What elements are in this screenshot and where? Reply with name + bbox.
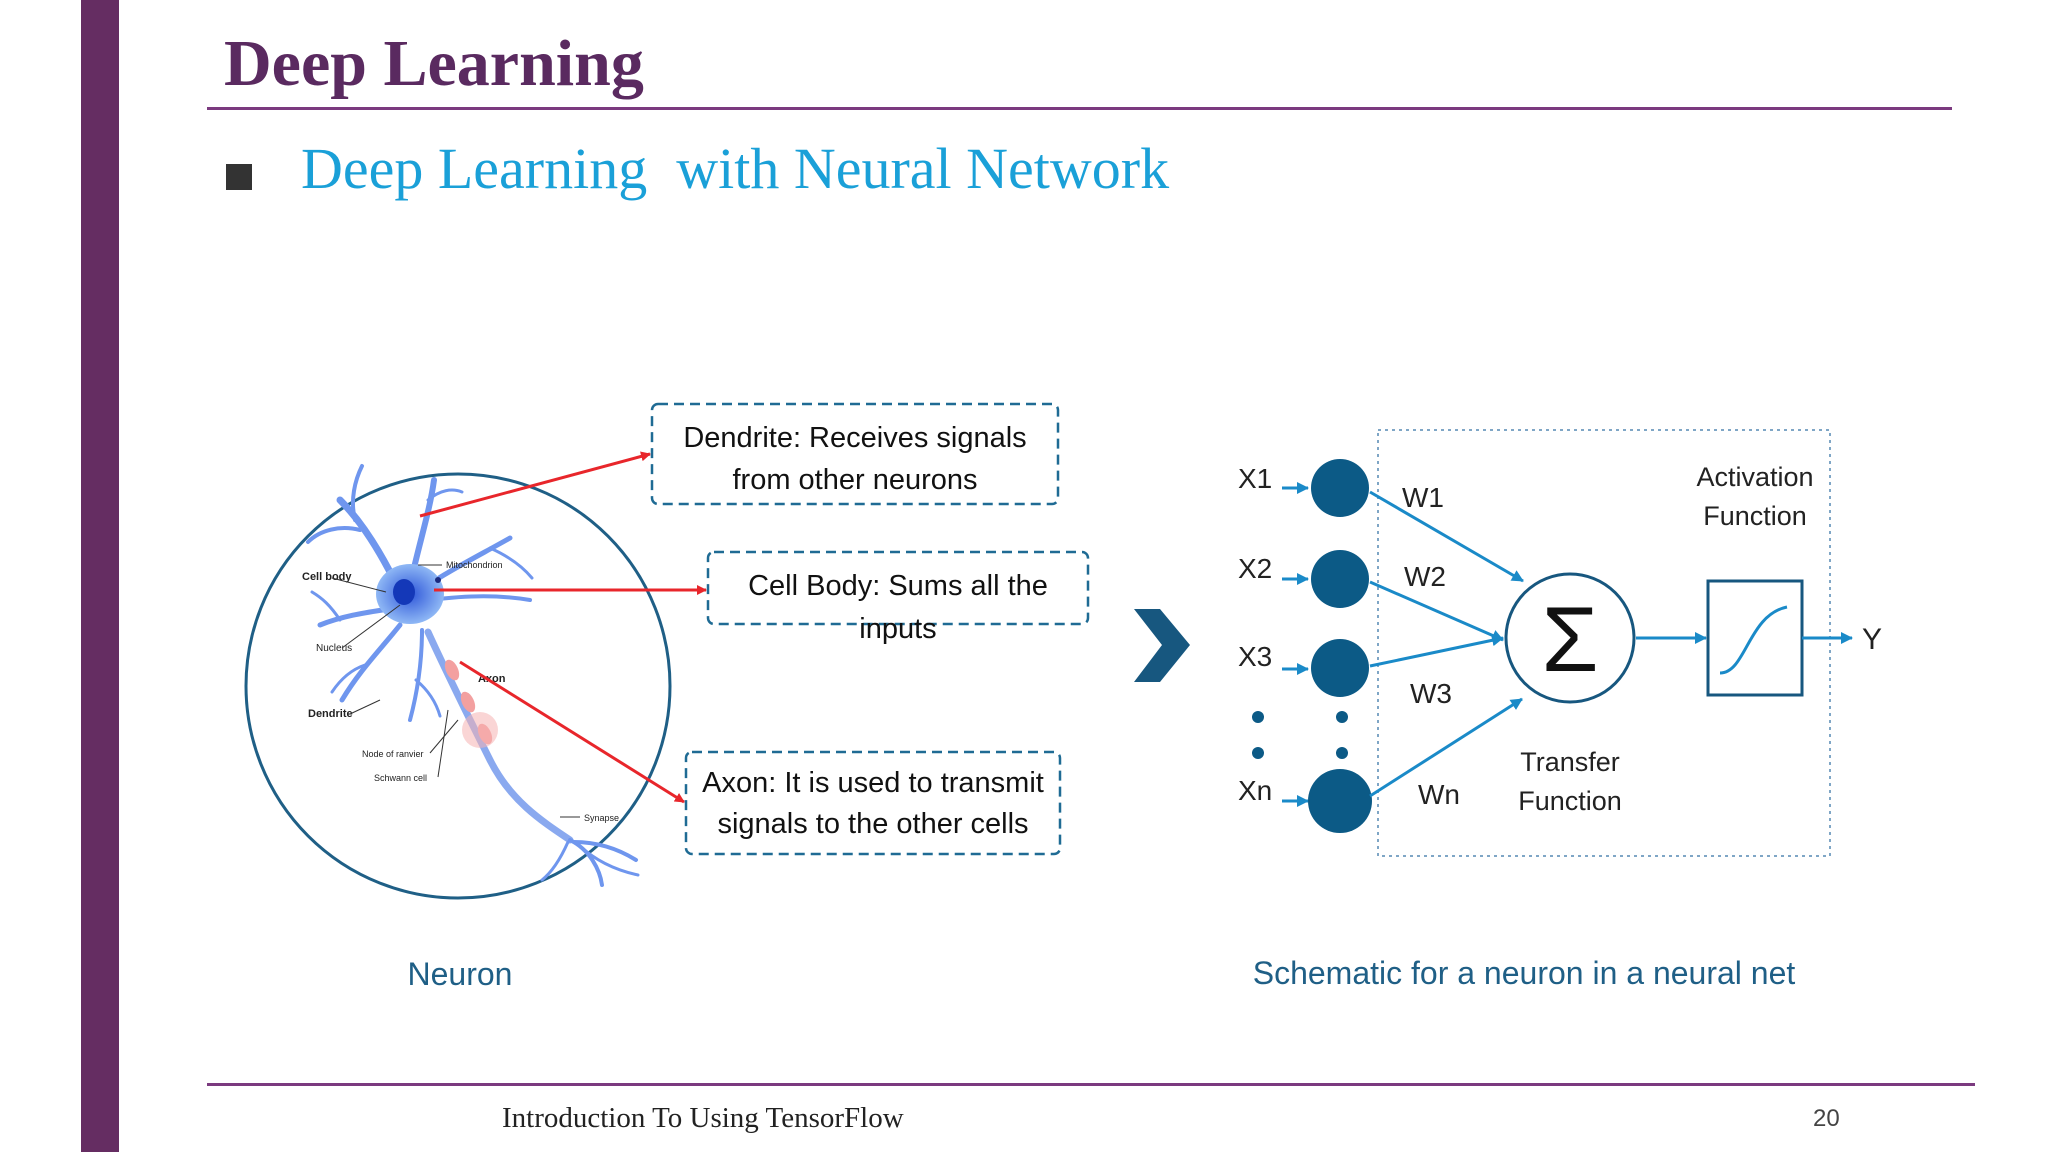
footer-divider xyxy=(207,1083,1975,1086)
weight-labels: W1 W2 W3 Wn xyxy=(1402,482,1460,810)
weight-label-w2: W2 xyxy=(1404,561,1446,592)
transfer-label-line1: Transfer xyxy=(1520,747,1620,777)
schematic-dotted-frame xyxy=(1377,429,1831,857)
weight-label-w1: W1 xyxy=(1402,482,1444,513)
callout-dendrite-line1: Dendrite: Receives signals xyxy=(683,422,1026,454)
input-label-x1: X1 xyxy=(1238,463,1272,494)
weight-label-w3: W3 xyxy=(1410,678,1452,709)
accent-bar xyxy=(81,0,119,1152)
mitochondrion xyxy=(435,577,441,583)
schematic-neuron: X1 X2 X3 Xn xyxy=(1238,429,1882,991)
label-mitochondrion: Mitochondrion xyxy=(446,560,503,570)
label-nucleus: Nucleus xyxy=(316,643,352,654)
neuron-diagram-figure: Cell body Mitochondrion Nucleus Axon Den… xyxy=(190,380,1910,1030)
input-label-x3: X3 xyxy=(1238,641,1272,672)
callout-dendrite: Dendrite: Receives signals from other ne… xyxy=(650,402,1060,506)
slide-title: Deep Learning xyxy=(224,27,644,100)
callout-dendrite-line2: from other neurons xyxy=(732,464,977,496)
chevron-right-icon xyxy=(1134,609,1190,682)
anatomy-labels: Cell body Mitochondrion Nucleus Axon Den… xyxy=(302,560,619,823)
callout-cell-body: Cell Body: Sums all the inputs xyxy=(706,550,1090,645)
bullet-text: Deep Learning with Neural Network xyxy=(301,136,1170,201)
bullet-marker xyxy=(226,164,252,190)
nucleus xyxy=(393,579,415,605)
sigma-symbol: Σ xyxy=(1542,589,1599,691)
label-synapse: Synapse xyxy=(584,813,619,823)
callout-axon: Axon: It is used to transmit signals to … xyxy=(684,750,1062,856)
input-node-n xyxy=(1308,769,1372,833)
input-label-xn: Xn xyxy=(1238,775,1272,806)
arrow-to-dendrite-callout xyxy=(419,451,651,518)
input-node-3 xyxy=(1311,639,1369,697)
input-node-1 xyxy=(1311,459,1369,517)
weight-label-wn: Wn xyxy=(1418,779,1460,810)
callout-axon-line2: signals to the other cells xyxy=(717,808,1028,840)
ellipsis-dot xyxy=(1336,747,1348,759)
activation-label-line1: Activation xyxy=(1696,462,1813,492)
callout-cell-body-line1: Cell Body: Sums all the xyxy=(748,570,1048,602)
schwann-cell-2 xyxy=(460,691,476,713)
title-divider xyxy=(207,107,1952,110)
input-nodes xyxy=(1252,459,1372,833)
input-label-x2: X2 xyxy=(1238,553,1272,584)
neuron-circle-outline xyxy=(244,472,672,900)
label-node-of-ranvier: Node of ranvier xyxy=(362,749,424,759)
page-number: 20 xyxy=(1813,1105,1840,1132)
anatomy-leader-lines xyxy=(331,564,580,818)
schematic-caption: Schematic for a neuron in a neural net xyxy=(1253,955,1796,991)
activation-function-box xyxy=(1706,579,1804,697)
axon-glow xyxy=(462,712,498,748)
sigmoid-curve-icon xyxy=(1719,605,1788,675)
ellipsis-dot xyxy=(1336,711,1348,723)
schwann-cell-1 xyxy=(444,659,460,681)
ellipsis-dot xyxy=(1252,711,1264,723)
summation-node xyxy=(1504,572,1636,704)
input-node-2 xyxy=(1311,550,1369,608)
callout-cell-body-line2: inputs xyxy=(859,613,936,645)
arrow-to-axon-callout xyxy=(459,660,685,804)
input-labels: X1 X2 X3 Xn xyxy=(1238,463,1272,806)
ellipsis-dot xyxy=(1252,747,1264,759)
biological-neuron: Cell body Mitochondrion Nucleus Axon Den… xyxy=(244,402,1090,992)
transfer-label-line2: Function xyxy=(1518,786,1622,816)
neuron-caption: Neuron xyxy=(408,956,513,992)
weight-arrows xyxy=(1369,490,1524,798)
label-schwann-cell: Schwann cell xyxy=(374,773,427,783)
footer-text: Introduction To Using TensorFlow xyxy=(502,1102,904,1134)
activation-label-line2: Function xyxy=(1703,501,1807,531)
callout-axon-line1: Axon: It is used to transmit xyxy=(702,767,1044,799)
diagram-svg: Cell body Mitochondrion Nucleus Axon Den… xyxy=(244,402,1882,992)
label-dendrite: Dendrite xyxy=(308,708,353,720)
output-label: Y xyxy=(1862,623,1882,656)
input-arrows xyxy=(1282,482,1309,807)
